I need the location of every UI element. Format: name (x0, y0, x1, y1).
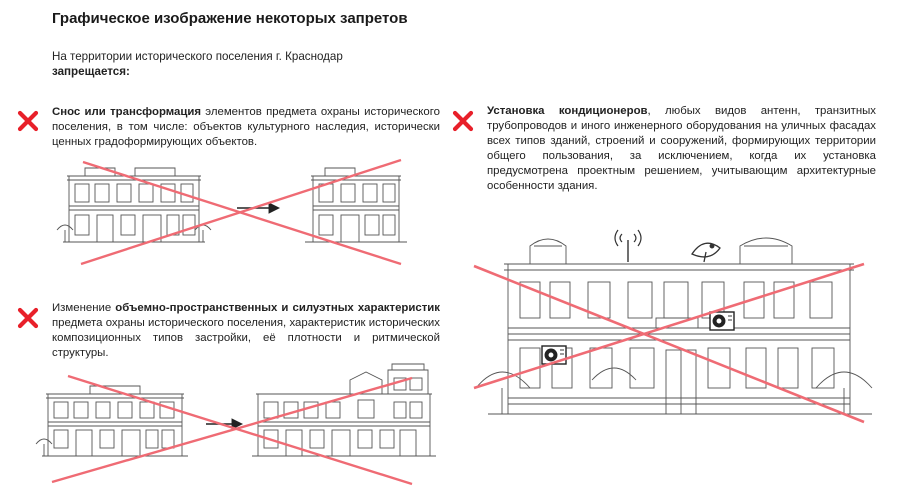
altered-building-right (252, 363, 436, 457)
intro-paragraph: На территории исторического поселения г.… (52, 49, 440, 79)
historic-building-left (56, 167, 212, 243)
intro-bold: запрещается: (52, 65, 130, 78)
item-1-bold: Снос или трансформация (52, 106, 202, 118)
large-historic-building (475, 237, 873, 415)
cross-icon (17, 110, 39, 132)
item-2-prefix: Изменение (52, 302, 116, 314)
item-3-rest: , любых видов антенн, транзитных трубопр… (487, 105, 876, 192)
cross-icon (452, 110, 474, 132)
strike-cross (80, 158, 402, 266)
illustration-volume-change (35, 363, 436, 486)
intro-text: На территории исторического поселения г.… (52, 50, 343, 63)
antenna-icon (614, 229, 642, 262)
item-2-text: Изменение объемно-пространственных и сил… (52, 301, 440, 361)
page-title: Графическое изображение некоторых запрет… (52, 10, 408, 27)
item-1-text: Снос или трансформация элементов предмет… (52, 105, 440, 150)
item-2-rest: предмета охраны исторического поселения,… (52, 317, 440, 359)
strike-cross (473, 262, 865, 424)
historic-building-left (35, 385, 188, 457)
strike-cross (51, 374, 413, 486)
transformed-building-right (305, 167, 407, 243)
item-1-rest: элементов предмета охраны исторического … (52, 106, 440, 148)
air-conditioner-icon (709, 311, 735, 331)
item-3-bold: Установка кондиционеров (487, 105, 648, 117)
illustration-equipment (473, 229, 873, 424)
illustration-demolition (56, 158, 407, 266)
item-3-text: Установка кондиционеров, любых видов ант… (487, 104, 876, 194)
satellite-dish-icon (691, 242, 721, 263)
item-2-bold: объемно-пространственных и силуэтных хар… (115, 302, 440, 314)
cross-icon (17, 307, 39, 329)
